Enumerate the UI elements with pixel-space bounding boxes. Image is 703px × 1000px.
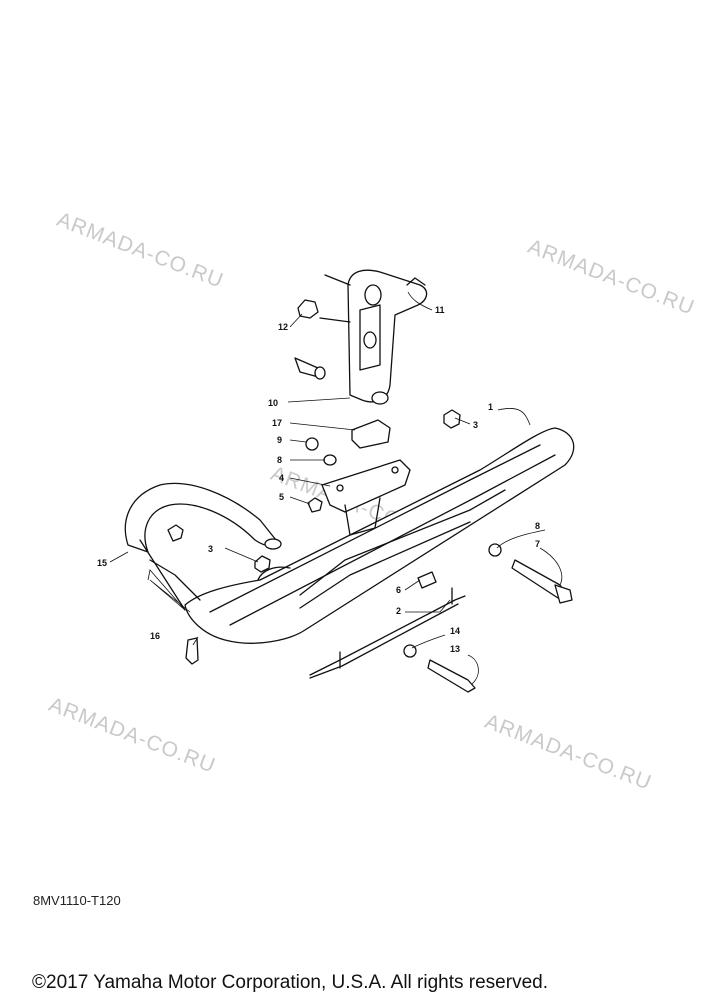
bolt-13 [427,659,476,693]
callout-9: 9 [277,435,282,445]
callout-11: 11 [435,305,445,315]
copyright-notice: ©2017 Yamaha Motor Corporation, U.S.A. A… [32,972,548,993]
callout-3: 3 [473,420,478,430]
drawing-code: 8MV1110-T120 [33,893,121,908]
saddle-bracket [321,459,411,536]
nut-3c [167,524,184,542]
callout-6: 6 [396,585,401,595]
ski-body [184,427,575,644]
callout-14: 14 [450,626,460,636]
callout-8: 8 [535,521,540,531]
washer-9 [305,437,319,451]
callout-8: 8 [277,455,282,465]
ski-loop-handle [124,482,282,611]
callout-3: 3 [208,544,213,554]
wear-bar [309,587,466,679]
callout-15: 15 [97,558,107,568]
nut-3a [443,409,461,429]
callout-12: 12 [278,322,288,332]
spindle [319,269,428,405]
callout-16: 16 [150,631,160,641]
screw-16 [185,637,199,665]
washer-8 [323,454,337,466]
bushing-17 [351,419,391,449]
callout-5: 5 [279,492,284,502]
nut-5 [307,497,323,513]
callout-13: 13 [450,644,460,654]
callout-4: 4 [279,473,284,483]
washer-14 [403,644,417,658]
callout-17: 17 [272,418,282,428]
nut-3b [254,555,271,573]
spacer-10 [294,357,326,380]
callout-7: 7 [535,539,540,549]
bolt-6 [417,571,437,589]
callout-10: 10 [268,398,278,408]
callout-1: 1 [488,402,493,412]
callout-2: 2 [396,606,401,616]
bolt-7 [488,543,573,604]
leader-lines [109,291,563,685]
